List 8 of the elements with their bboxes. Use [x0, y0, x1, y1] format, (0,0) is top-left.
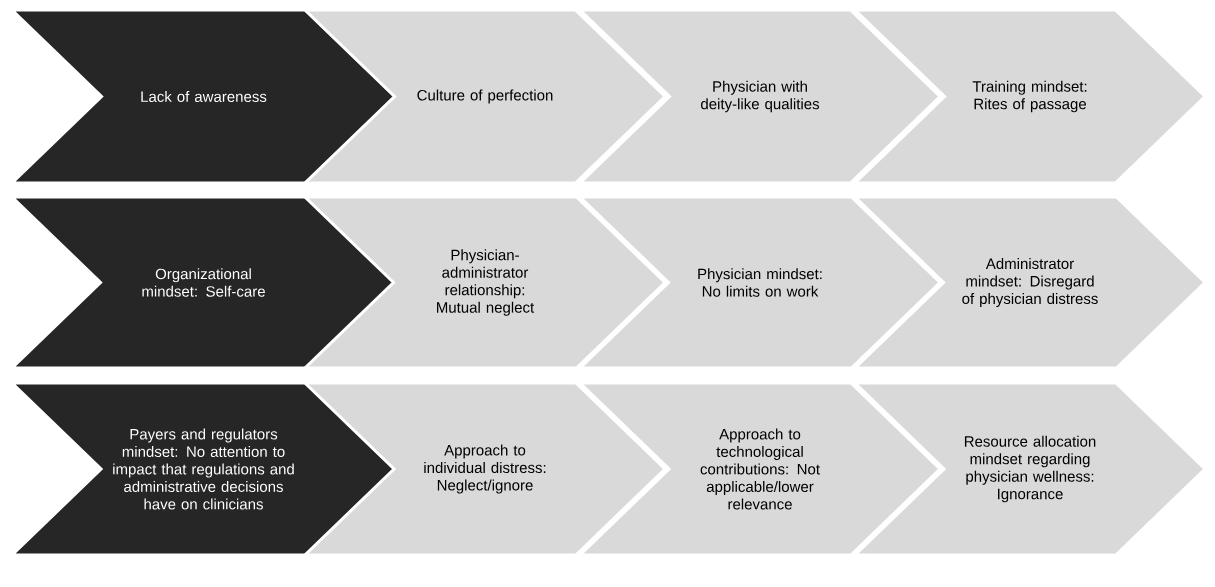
node-label: Approach to technological contributions: Not applicable/lower relevance [700, 428, 820, 510]
node-label: Approach to individual distress: Neglect/ignore [424, 444, 546, 494]
process-step: Physician-administrator relationship: Mutual neglect [301, 195, 668, 370]
node-label: Administrator mindset: Disregard of physician distress [962, 258, 1098, 307]
node-label: Training mindset: Rites of passage [972, 80, 1087, 113]
process-step: Culture of perfection [301, 8, 668, 185]
node-label: Resource allocation mindset regarding physician wellness: Ignorance [964, 435, 1096, 503]
process-step: Approach to individual distress: Neglect/ignore [301, 381, 668, 557]
